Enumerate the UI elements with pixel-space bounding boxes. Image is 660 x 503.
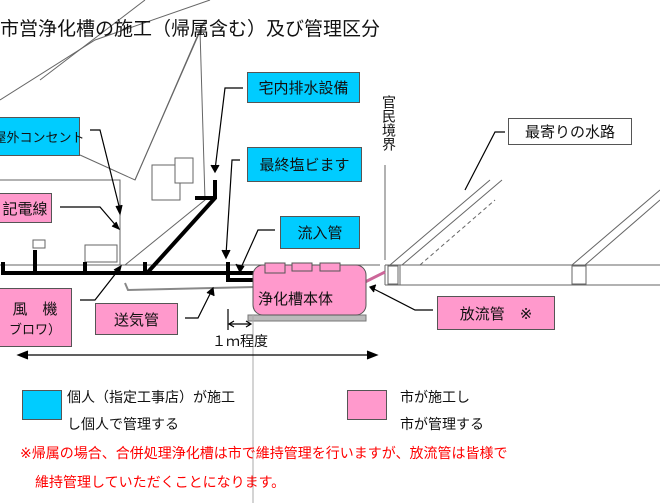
label-indoor-drain: 宅内排水設備 xyxy=(247,72,360,103)
label-air-pipe: 送気管 xyxy=(95,303,178,335)
legend-city-line1: 市が施工し xyxy=(400,390,470,406)
note-line1: ※帰属の場合、合併処理浄化槽は市で維持管理を行いますが、放流管は皆様で xyxy=(20,446,508,462)
page-title: 市営浄化槽の施工（帰属含む）及び管理区分 xyxy=(0,18,381,40)
legend-individual-line1: 個人（指定工事店）が施工 xyxy=(67,390,235,406)
legend-swatch-city xyxy=(347,390,387,420)
label-outdoor-outlet: 屋外コンセント xyxy=(0,117,85,156)
label-inflow-pipe: 流入管 xyxy=(280,216,360,249)
legend-individual: 個人（指定工事店）が施工 し個人で管理する xyxy=(67,385,235,439)
legend-city: 市が施工し 市が管理する xyxy=(400,385,484,439)
label-nearest-waterway: 最寄りの水路 xyxy=(508,118,632,145)
label-tank-body: 浄化槽本体 xyxy=(258,290,334,308)
note: ※帰属の場合、合併処理浄化槽は市で維持管理を行いますが、放流管は皆様で 維持管理… xyxy=(20,440,507,498)
blower-text: 風 機 xyxy=(12,299,58,318)
label-discharge-pipe: 放流管 ※ xyxy=(437,296,555,330)
legend-city-line2: 市が管理する xyxy=(400,417,484,433)
blower-subtext: ブロワ） xyxy=(8,322,61,338)
label-final-pvc-basin: 最終塩ビます xyxy=(247,147,362,182)
label-boundary: 官民境界 xyxy=(380,95,396,151)
legend-individual-line2: し個人で管理する xyxy=(67,417,179,433)
legend-swatch-individual xyxy=(22,390,62,420)
label-distance: １ｍ程度 xyxy=(212,334,268,350)
label-wiring: 記電線 xyxy=(0,193,52,223)
note-line2: 維持管理していただくことになります。 xyxy=(35,475,286,491)
label-blower: 風 機 ブロワ） xyxy=(0,288,72,347)
